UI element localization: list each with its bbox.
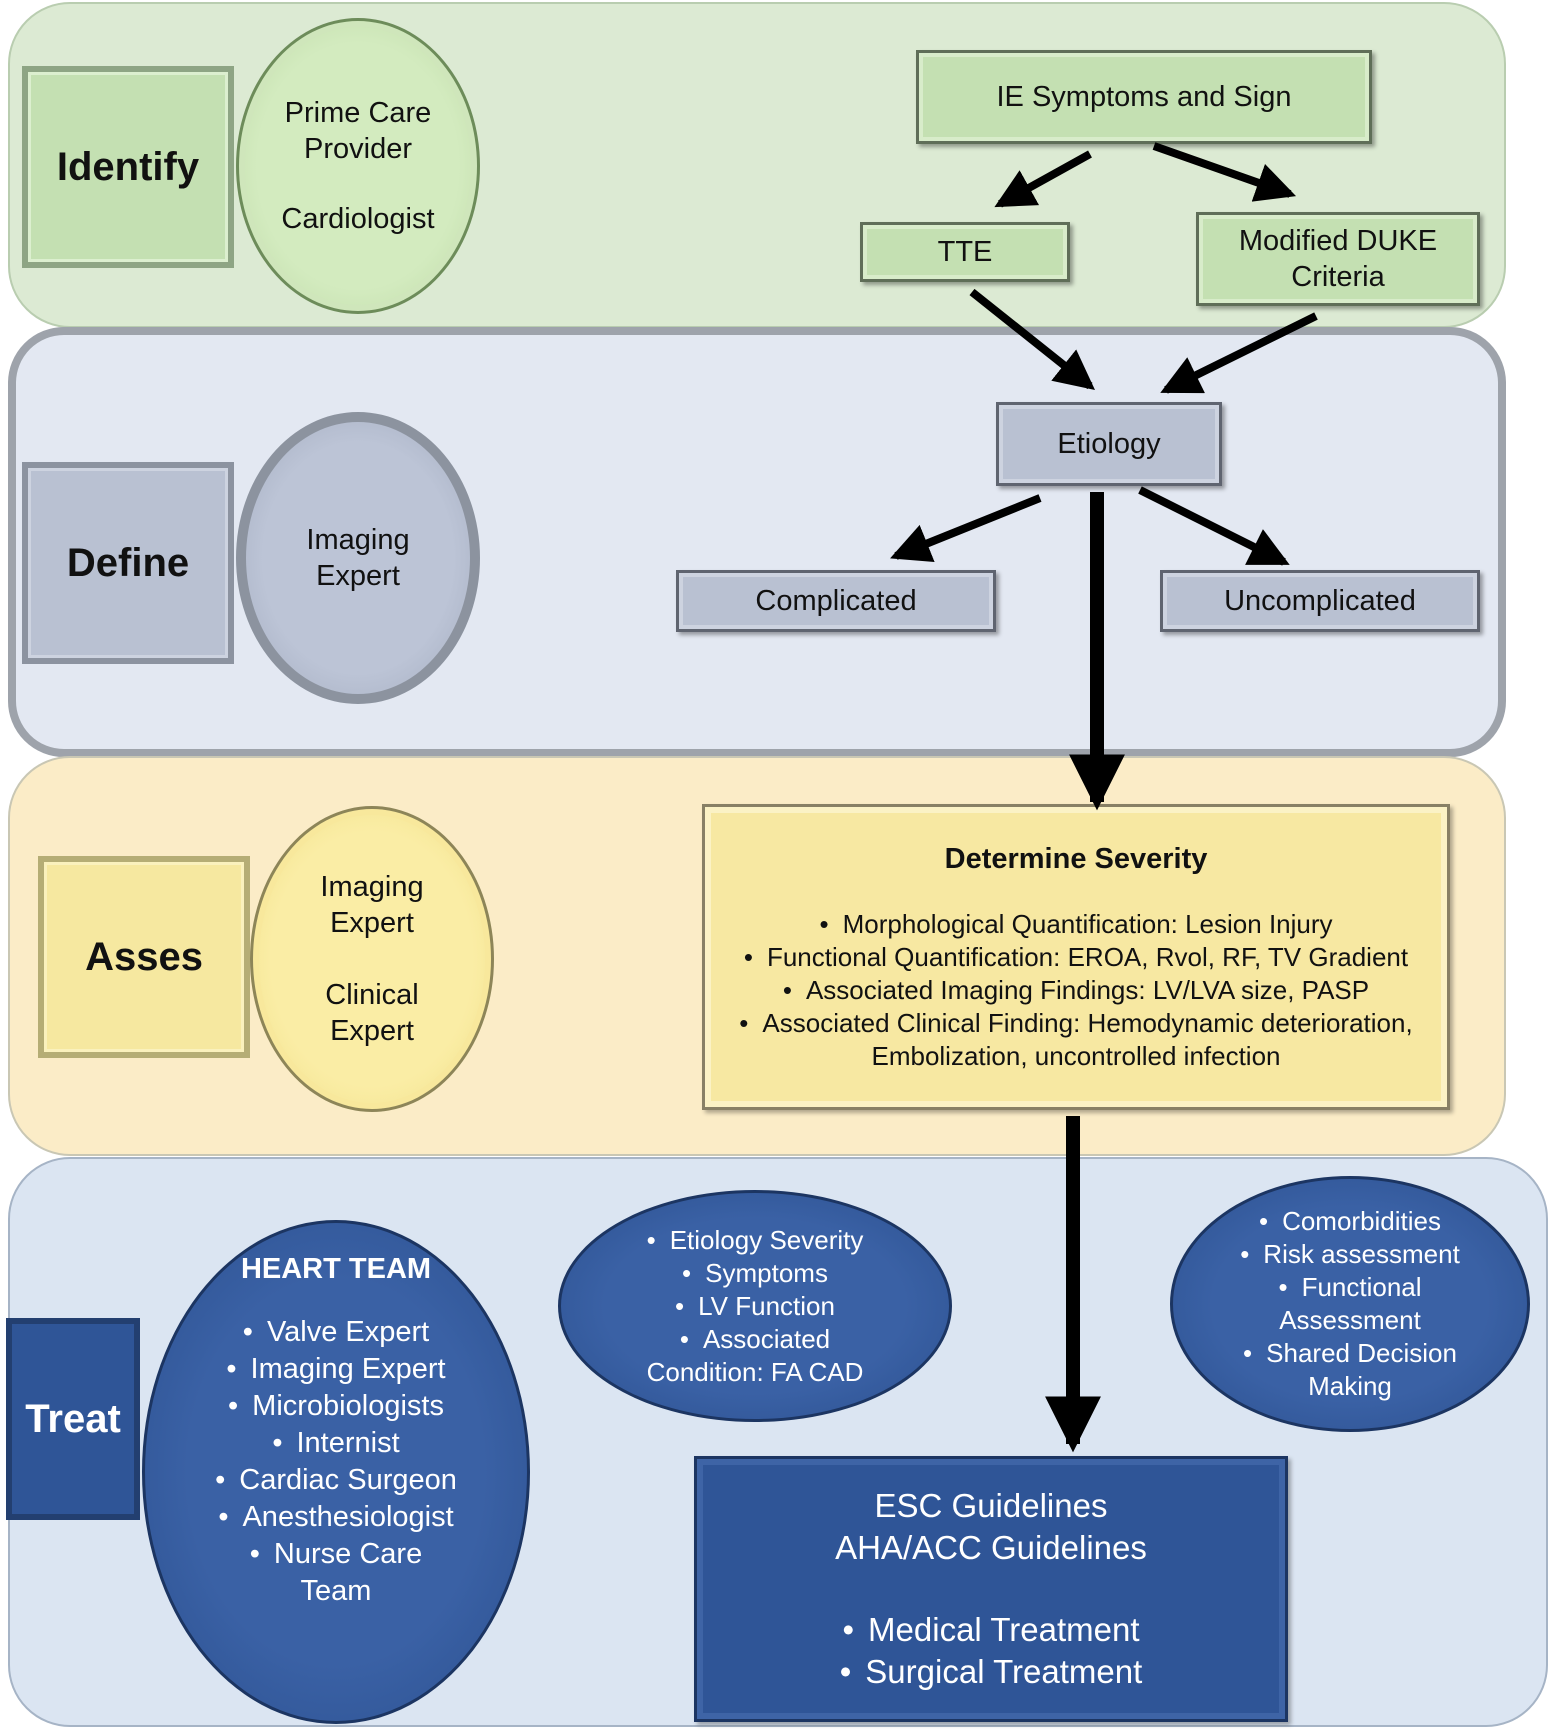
heart-team-member: Anesthesiologist xyxy=(215,1499,457,1536)
duke-line: Criteria xyxy=(1291,261,1385,293)
heart-team-member: Internist xyxy=(215,1425,457,1462)
severity-item: Associated Clinical Finding: Hemodynamic… xyxy=(739,1007,1412,1040)
arrow-etiology-to-uncomplicated xyxy=(1138,486,1290,566)
factors-left-list: Etiology Severity Symptoms LV Function A… xyxy=(647,1224,864,1356)
treatment-item: Surgical Treatment xyxy=(840,1651,1142,1693)
factor-item: Etiology Severity xyxy=(647,1224,864,1257)
duke-line: Modified DUKE xyxy=(1238,224,1438,257)
assess-providers-oval: Imaging Expert Clinical Expert xyxy=(250,806,494,1112)
determine-severity-box: Determine Severity Morphological Quantif… xyxy=(702,804,1450,1110)
guideline-line: AHA/ACC Guidelines xyxy=(835,1529,1147,1566)
arrow-etiology-to-complicated xyxy=(890,494,1042,562)
factor-item: Shared Decision xyxy=(1243,1337,1457,1370)
arrow-symptoms-to-tte xyxy=(994,150,1092,208)
guidelines-box: ESC Guidelines AHA/ACC Guidelines Medica… xyxy=(694,1456,1288,1722)
severity-continuation: Embolization, uncontrolled infection xyxy=(871,1041,1281,1071)
heart-team-list: Valve Expert Imaging Expert Microbiologi… xyxy=(215,1314,457,1573)
heart-team-continuation: Team xyxy=(300,1575,372,1607)
assess-stage-label: Asses xyxy=(38,856,250,1058)
heart-team-member: Nurse Care xyxy=(215,1536,457,1573)
severity-item: Morphological Quantification: Lesion Inj… xyxy=(739,908,1412,941)
arrow-duke-to-etiology xyxy=(1160,312,1318,394)
treatment-item: Medical Treatment xyxy=(840,1609,1143,1651)
factor-item: Associated xyxy=(647,1323,864,1356)
tte-box: TTE xyxy=(860,222,1070,282)
factors-left-oval: Etiology Severity Symptoms LV Function A… xyxy=(558,1190,952,1422)
factor-item: LV Function xyxy=(647,1290,864,1323)
heart-team-member: Cardiac Surgeon xyxy=(215,1462,457,1499)
factor-continuation: Condition: FA CAD xyxy=(646,1356,864,1387)
provider-line: Expert xyxy=(330,1015,414,1048)
treatment-list: Medical Treatment Surgical Treatment xyxy=(840,1609,1143,1693)
treat-stage-label: Treat xyxy=(6,1318,140,1520)
identify-stage-label: Identify xyxy=(22,66,234,268)
provider-line: Provider xyxy=(304,132,412,165)
heart-team-member: Imaging Expert xyxy=(215,1351,457,1388)
severity-item: Functional Quantification: EROA, Rvol, R… xyxy=(739,941,1412,974)
provider-line: Expert xyxy=(330,906,414,939)
provider-line: Expert xyxy=(316,560,400,592)
arrow-symptoms-to-duke xyxy=(1152,142,1297,202)
severity-title: Determine Severity xyxy=(944,843,1208,875)
identify-providers-oval: Prime Care Provider Cardiologist xyxy=(236,18,480,314)
factors-right-list-2: Shared Decision xyxy=(1243,1337,1457,1370)
provider-line: Imaging xyxy=(306,523,410,556)
heart-team-oval: HEART TEAM Valve Expert Imaging Expert M… xyxy=(142,1220,530,1724)
severity-list: Morphological Quantification: Lesion Inj… xyxy=(739,908,1412,1040)
complicated-box: Complicated xyxy=(676,570,996,632)
guideline-line: ESC Guidelines xyxy=(874,1487,1108,1524)
factor-continuation: Assessment xyxy=(1279,1305,1421,1335)
factors-right-list: Comorbidities Risk assessment Functional xyxy=(1240,1205,1460,1304)
define-providers-oval: Imaging Expert xyxy=(236,412,480,704)
factor-item: Comorbidities xyxy=(1240,1205,1460,1238)
heart-team-member: Microbiologists xyxy=(215,1388,457,1425)
etiology-box: Etiology xyxy=(996,402,1222,486)
ie-symptoms-box: IE Symptoms and Sign xyxy=(916,50,1372,144)
severity-item: Associated Imaging Findings: LV/LVA size… xyxy=(739,974,1412,1007)
heart-team-title: HEART TEAM xyxy=(240,1253,432,1285)
define-stage-label: Define xyxy=(22,462,234,664)
modified-duke-box: Modified DUKE Criteria xyxy=(1196,212,1480,306)
provider-line: Imaging xyxy=(320,870,424,903)
factor-item: Risk assessment xyxy=(1240,1238,1460,1271)
provider-line: Cardiologist xyxy=(281,203,435,236)
factor-continuation: Making xyxy=(1308,1371,1392,1401)
arrow-tte-to-etiology xyxy=(969,288,1096,390)
provider-line: Prime Care xyxy=(284,96,432,129)
factor-item: Functional xyxy=(1240,1271,1460,1304)
heart-team-member: Valve Expert xyxy=(215,1314,457,1351)
provider-line: Clinical xyxy=(325,979,419,1011)
uncomplicated-box: Uncomplicated xyxy=(1160,570,1480,632)
factor-item: Symptoms xyxy=(647,1257,864,1290)
factors-right-oval: Comorbidities Risk assessment Functional… xyxy=(1170,1176,1530,1432)
